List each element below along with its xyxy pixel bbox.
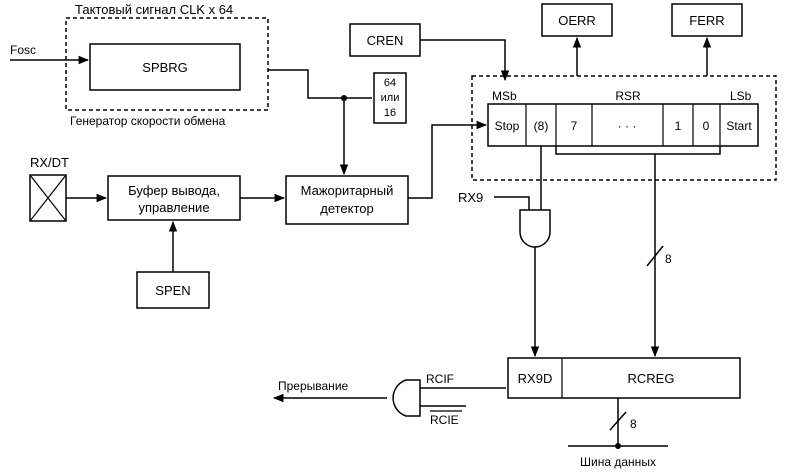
cren-label: CREN: [367, 33, 404, 48]
interrupt-and-gate: [392, 379, 421, 417]
buffer-label-1: Буфер вывода,: [128, 183, 220, 198]
spbrg-label: SPBRG: [142, 60, 188, 75]
lsb-label: LSb: [730, 89, 752, 103]
ferr-box: [671, 3, 743, 37]
oerr-label: OERR: [558, 13, 596, 28]
rsr-bit-7: 7: [571, 119, 578, 133]
cren-box: [349, 23, 421, 57]
bus-width-1: 8: [665, 252, 672, 266]
rsr-bit-dots: · · ·: [618, 119, 637, 133]
majority-label-1: Мажоритарный: [301, 183, 394, 198]
majority-label-2: детектор: [320, 201, 374, 216]
divider-box: [373, 72, 407, 124]
msb-label: MSb: [492, 89, 517, 103]
buffer-control-box: [107, 175, 241, 221]
rsr-bit-1: 1: [675, 119, 682, 133]
buffer-label-2: управление: [138, 200, 209, 215]
rsr-start-bit: Start: [726, 119, 752, 133]
rsr-region: [471, 75, 777, 181]
baud-generator-label: Генератор скорости обмена: [70, 114, 226, 128]
rcif-label: RCIF: [426, 372, 454, 386]
rcreg-label: RCREG: [628, 371, 675, 386]
rxdt-label: RX/DT: [30, 155, 69, 170]
oerr-box: [541, 3, 613, 37]
rcie-label: RCIE: [430, 413, 459, 427]
rsr-bus-collector: [555, 146, 721, 155]
detector-to-rsr-arrow: [408, 120, 488, 199]
rx9-wire: [494, 196, 530, 210]
divider-or: или: [381, 92, 400, 104]
majority-detector-box: [285, 175, 409, 225]
ferr-label: FERR: [689, 13, 724, 28]
rx9-and-gate: [519, 209, 551, 248]
rx9d-label: RX9D: [518, 371, 553, 386]
spen-label: SPEN: [155, 283, 190, 298]
fosc-label: Fosc: [10, 43, 36, 57]
interrupt-label: Прерывание: [278, 379, 349, 393]
divider-16: 16: [384, 107, 396, 119]
rsr-label: RSR: [615, 89, 641, 103]
rsr-register: [487, 103, 759, 147]
rx9-label: RX9: [458, 190, 483, 205]
bus-width-2: 8: [630, 417, 637, 431]
divider-64: 64: [384, 77, 396, 89]
bus-slash-1: [646, 245, 664, 267]
clk-title: Тактовый сигнал CLK x 64: [75, 2, 233, 17]
spbrg-output-wire: [268, 69, 372, 99]
spen-box: [136, 271, 210, 309]
baud-rate-generator-region: [65, 17, 269, 111]
rsr-bit-8: (8): [534, 119, 549, 133]
spbrg-box: [89, 43, 241, 91]
data-bus-label: Шина данных: [580, 455, 656, 469]
rcreg-register: [507, 357, 741, 399]
rsr-bit-0: 0: [703, 119, 710, 133]
data-bus-junction: [615, 443, 621, 449]
bus-slash-2: [609, 411, 627, 431]
cren-to-rsr-arrow: [420, 39, 510, 82]
rsr-stop-bit: Stop: [495, 119, 520, 133]
